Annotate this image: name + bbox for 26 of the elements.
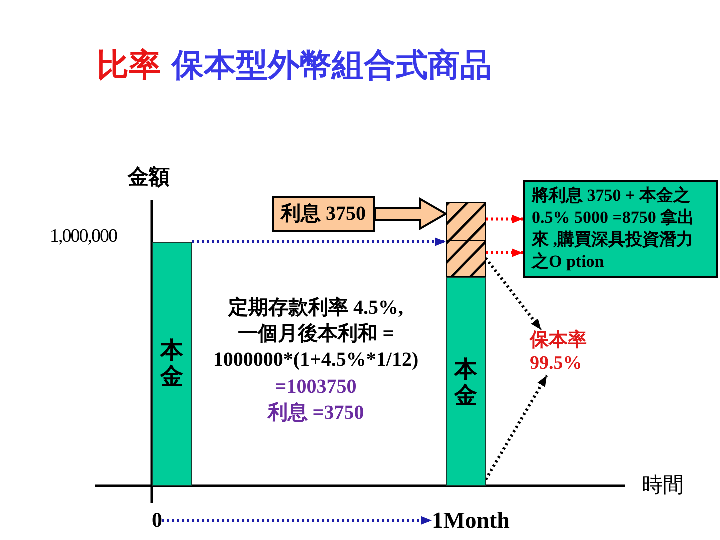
axis-title: 時間 xyxy=(642,473,684,498)
block-arrow xyxy=(374,197,448,231)
hatched-bar-segment xyxy=(446,202,486,277)
annotation-text: 保本率 99.5% xyxy=(530,330,587,376)
formula-text: 1000000*(1+4.5%*1/12) xyxy=(213,348,419,372)
principal-bar xyxy=(152,242,192,486)
axis-tick-label: 1Month xyxy=(432,507,510,535)
dotted-arrow xyxy=(192,238,446,246)
dotted-arrow xyxy=(484,374,548,480)
formula-text: 定期存款利率 4.5%, xyxy=(228,296,404,320)
dotted-arrow xyxy=(162,516,432,525)
note-box: 將利息 3750 + 本金之0.5% 5000 =8750 拿出來 ,購買深具投資潛力之O ption xyxy=(523,180,718,278)
bar-label: 本金 xyxy=(160,339,184,390)
axis-tick-label: 1,000,000 xyxy=(50,226,117,249)
formula-text: =1003750 xyxy=(275,375,357,399)
axis-title: 金額 xyxy=(128,165,170,190)
dotted-arrow xyxy=(486,214,523,224)
title: 比率 保本型外幣組合式商品 xyxy=(97,46,492,84)
principal-bar xyxy=(446,277,486,486)
interest-box: 利息 3750 xyxy=(272,196,375,232)
dotted-arrow xyxy=(484,257,543,331)
bar-label: 本金 xyxy=(454,358,478,410)
formula-text: 一個月後本利和 = xyxy=(238,322,394,346)
formula-text: 利息 =3750 xyxy=(268,401,364,425)
dotted-arrow xyxy=(486,248,523,258)
axis-tick-label: 0 xyxy=(152,508,162,534)
